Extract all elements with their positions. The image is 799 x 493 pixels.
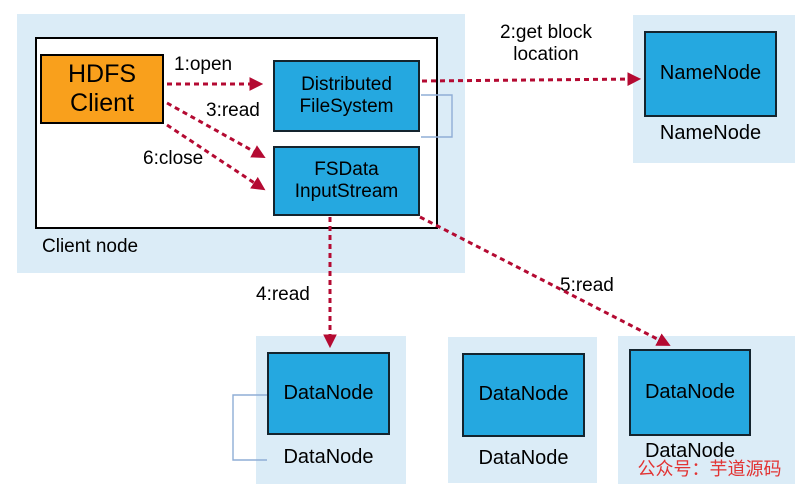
arrow-label-3-read: 3:read [206, 100, 260, 121]
client-node-caption: Client node [42, 236, 139, 257]
datanode1-label: DataNode [283, 381, 374, 404]
datanode2-label: DataNode [478, 383, 569, 406]
arrow-label-1-open: 1:open [174, 54, 233, 75]
hdfs-client-label: HDFS Client [67, 59, 137, 118]
fsdata-inputstream-label: FSData InputStream [294, 158, 399, 202]
datanode1-box: DataNode [267, 352, 390, 435]
arrow-label-2-get-block-location: 2:get block location [500, 22, 592, 65]
datanode2-box: DataNode [462, 353, 585, 437]
namenode-caption: NameNode [659, 122, 762, 144]
datanode1-caption: DataNode [283, 446, 374, 468]
watermark-text: 公众号：芋道源码 [637, 459, 782, 479]
distributed-filesystem-box: Distributed FileSystem [273, 60, 420, 132]
namenode-box: NameNode [644, 31, 777, 117]
datanode3-caption: DataNode [644, 440, 736, 462]
distributed-filesystem-label: Distributed FileSystem [299, 73, 394, 117]
namenode-label: NameNode [659, 62, 762, 85]
fsdata-inputstream-box: FSData InputStream [273, 146, 420, 216]
datanode3-label: DataNode [644, 380, 736, 403]
arrow-label-4-read: 4:read [256, 284, 310, 305]
arrow-label-6-close: 6:close [143, 148, 204, 169]
datanode3-box: DataNode [629, 349, 751, 436]
arrow-label-5-read: 5:read [560, 275, 614, 296]
hdfs-client-box: HDFS Client [40, 54, 164, 124]
datanode2-caption: DataNode [478, 447, 569, 469]
